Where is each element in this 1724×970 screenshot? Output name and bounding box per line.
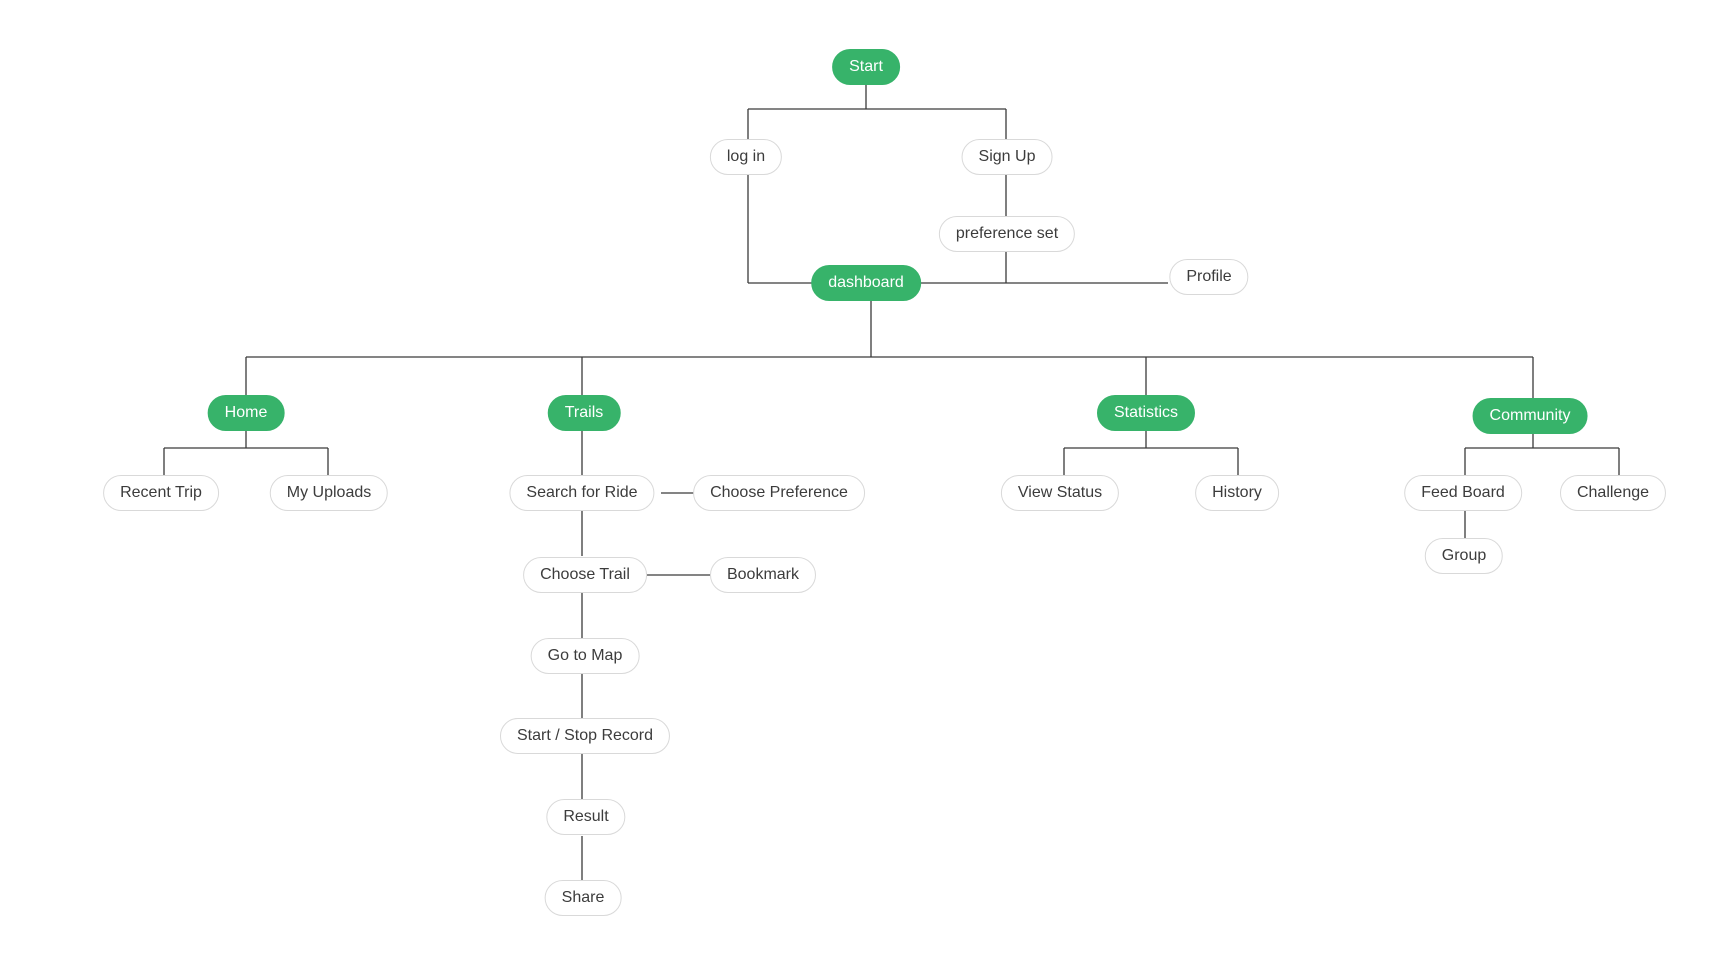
node-statistics[interactable]: Statistics <box>1096 395 1196 431</box>
node-trails[interactable]: Trails <box>547 395 621 431</box>
node-view-status[interactable]: View Status <box>1000 475 1120 511</box>
node-sign-up[interactable]: Sign Up <box>961 139 1053 175</box>
node-share[interactable]: Share <box>544 880 622 916</box>
node-my-uploads[interactable]: My Uploads <box>269 475 389 511</box>
node-preference-set[interactable]: preference set <box>938 216 1076 252</box>
node-bookmark[interactable]: Bookmark <box>709 557 817 593</box>
node-history[interactable]: History <box>1195 475 1279 511</box>
node-result[interactable]: Result <box>546 799 626 835</box>
node-group[interactable]: Group <box>1424 538 1504 574</box>
node-profile[interactable]: Profile <box>1169 259 1249 295</box>
node-challenge[interactable]: Challenge <box>1559 475 1667 511</box>
node-log-in[interactable]: log in <box>709 139 783 175</box>
node-start-stop-record[interactable]: Start / Stop Record <box>499 718 671 754</box>
node-start[interactable]: Start <box>832 49 900 85</box>
node-home[interactable]: Home <box>207 395 285 431</box>
node-dashboard[interactable]: dashboard <box>811 265 921 301</box>
node-go-to-map[interactable]: Go to Map <box>530 638 640 674</box>
node-choose-trail[interactable]: Choose Trail <box>523 557 647 593</box>
node-recent-trip[interactable]: Recent Trip <box>103 475 219 511</box>
node-choose-preference[interactable]: Choose Preference <box>693 475 865 511</box>
node-search-for-ride[interactable]: Search for Ride <box>509 475 655 511</box>
node-feed-board[interactable]: Feed Board <box>1404 475 1522 511</box>
node-community[interactable]: Community <box>1472 398 1588 434</box>
